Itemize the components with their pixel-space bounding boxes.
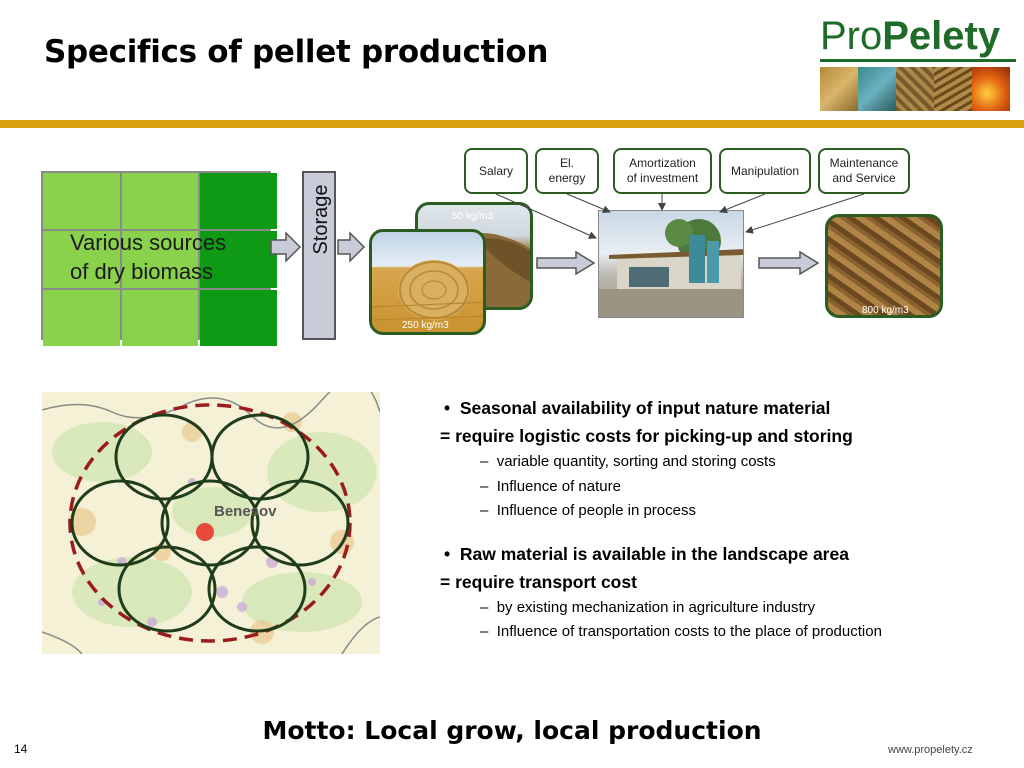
- propelety-logo: ProPelety: [820, 14, 1016, 111]
- pellet-plant-photo: [598, 210, 744, 318]
- chips-density-label: 50 kg/m3: [452, 211, 494, 222]
- sub-bullet: – Influence of transportation costs to t…: [444, 620, 1004, 645]
- cost-box-line2: energy: [548, 171, 586, 185]
- slide-title: Specifics of pellet production: [44, 34, 549, 70]
- grid-cell: [43, 231, 120, 288]
- bullet-marker: •: [444, 543, 451, 564]
- cost-box-line2: of investment: [626, 171, 699, 185]
- sub-bullet: – variable quantity, sorting and storing…: [444, 450, 1004, 475]
- cost-box-line1: Maintenance: [829, 156, 899, 170]
- logo-fire-image: [972, 67, 1010, 111]
- cost-box-manipulation: Manipulation: [719, 148, 811, 194]
- cost-box-line1: El.: [559, 156, 574, 170]
- sub-bullet: – Influence of people in process: [444, 499, 1004, 524]
- bale-density-label: 250 kg/m3: [402, 320, 449, 331]
- dash-marker: –: [480, 502, 489, 519]
- pellet-plant-graphic: [599, 219, 743, 317]
- logo-pellets-image: [896, 67, 934, 111]
- cost-box-line1: Manipulation: [730, 163, 800, 178]
- bullet-marker: •: [444, 398, 451, 418]
- sub-bullet-text: Influence of people in process: [496, 502, 696, 519]
- storage-label: Storage: [310, 184, 332, 255]
- sub-bullet: – by existing mechanization in agricultu…: [444, 596, 1004, 621]
- logo-pro: Pro: [820, 14, 883, 58]
- sub-bullet-text: Influence of nature: [496, 477, 621, 495]
- grid-cell: [122, 173, 198, 229]
- biomass-label-line2: of dry biomass: [70, 259, 214, 284]
- biomass-label: Various sources of dry biomass: [70, 228, 226, 286]
- page-number: 14: [14, 742, 28, 756]
- bullet-seasonal-title: Seasonal availability of input nature ma…: [459, 398, 831, 418]
- storage-to-biomass-arrow: [337, 231, 366, 263]
- dash-marker: –: [480, 623, 489, 640]
- logo-bale-image: [820, 67, 858, 111]
- plant-to-pellets-arrow: [758, 250, 820, 276]
- dash-marker: –: [480, 477, 489, 495]
- dash-marker: –: [480, 598, 489, 616]
- biomass-to-plant-arrow: [536, 250, 596, 276]
- town-label: Benesov: [214, 503, 277, 520]
- hay-bale-photo: 250 kg/m3: [369, 229, 486, 335]
- pellet-density-label: 800 kg/m3: [862, 305, 909, 316]
- bullet-landscape: • Raw material is available in the lands…: [444, 540, 1004, 568]
- sub-bullet: – Influence of nature: [444, 475, 1004, 500]
- cost-box-salary: Salary: [464, 148, 528, 194]
- cost-box-line2: and Service: [832, 171, 896, 185]
- grid-cell: [200, 290, 277, 346]
- grid-cell: [122, 231, 198, 288]
- sub-bullet-text: Influence of transportation costs to the…: [496, 623, 882, 640]
- cost-box-line1: Amortization: [629, 156, 696, 170]
- bullet-landscape-title: Raw material is available in the landsca…: [459, 543, 849, 564]
- grid-cell: [43, 173, 120, 229]
- cost-box-line1: Salary: [478, 163, 513, 178]
- grid-cell: [200, 231, 277, 288]
- motto: Motto: Local grow, local production: [262, 716, 762, 745]
- pellets-photo: 800 kg/m3: [825, 214, 943, 318]
- grid-cell: [200, 173, 277, 229]
- grid-cell: [43, 290, 120, 346]
- website-url: www.propelety.cz: [888, 744, 973, 756]
- hay-bale-graphic: [372, 260, 483, 321]
- biomass-label-line1: Various sources: [70, 230, 227, 255]
- bullet-landscape-result: = require transport cost: [440, 571, 637, 592]
- benesov-region-map: Benesov: [42, 392, 380, 654]
- logo-photo-strip: [820, 67, 1010, 111]
- logo-wood-image: [934, 67, 972, 111]
- logo-pelety: Pelety: [882, 14, 1001, 58]
- grid-cell: [122, 290, 198, 346]
- bullet-seasonal-result: = require logistic costs for picking-up …: [440, 426, 853, 446]
- sub-bullet-text: variable quantity, sorting and storing c…: [496, 453, 776, 470]
- logo-machine-image: [858, 67, 896, 111]
- logo-underline: [820, 59, 1016, 62]
- bullet-seasonal: • Seasonal availability of input nature …: [444, 394, 1004, 422]
- accent-divider: [0, 120, 1024, 128]
- storage-box: Storage: [302, 171, 336, 340]
- region-map-graphic: Benesov: [42, 392, 380, 654]
- biomass-sources-grid: [41, 171, 277, 346]
- sub-bullet-text: by existing mechanization in agriculture…: [496, 598, 816, 616]
- cost-box-energy: El.energy: [535, 148, 599, 194]
- dash-marker: –: [480, 453, 489, 470]
- logo-wordmark: ProPelety: [820, 14, 1016, 58]
- bullet-list: • Seasonal availability of input nature …: [440, 394, 1004, 645]
